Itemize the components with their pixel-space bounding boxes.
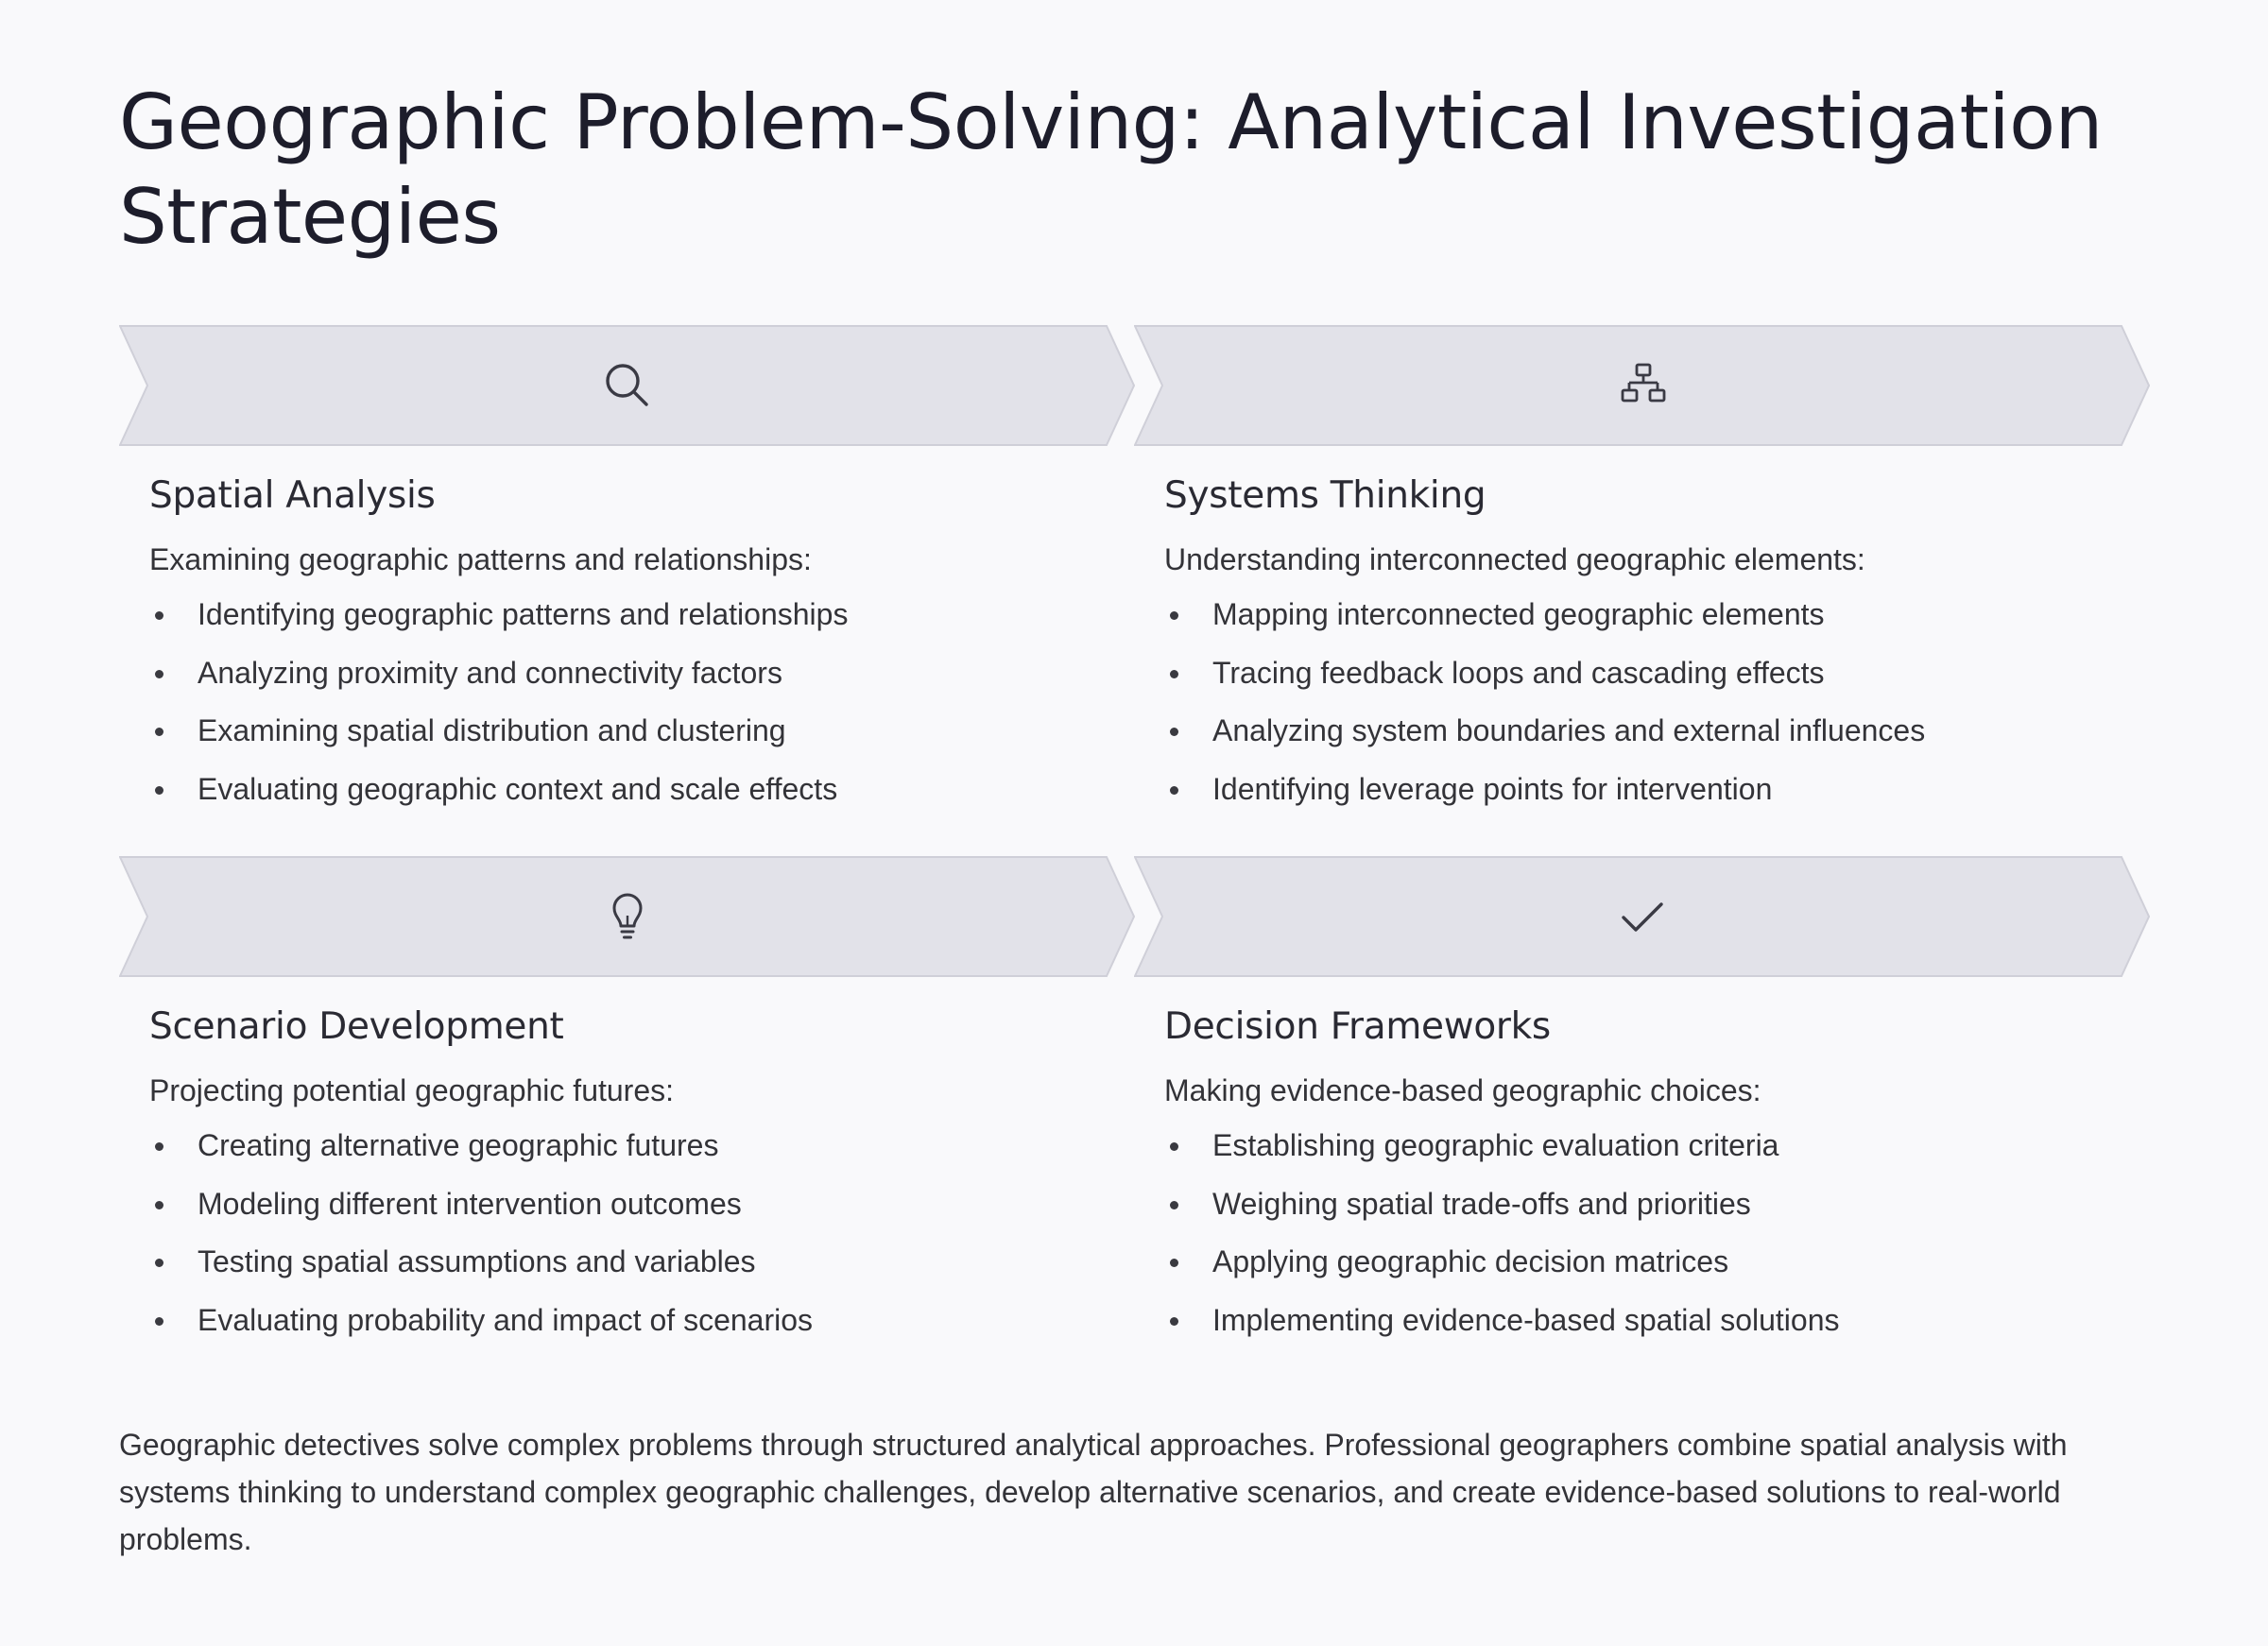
card-intro: Making evidence-based geographic choices… bbox=[1164, 1073, 1761, 1107]
chevron-banner-shape bbox=[1134, 856, 2150, 977]
checkmark-icon bbox=[1616, 890, 1669, 943]
list-item: Evaluating geographic context and scale … bbox=[149, 770, 1105, 808]
list-item: Analyzing proximity and connectivity fac… bbox=[149, 654, 1105, 692]
list-item: Evaluating probability and impact of sce… bbox=[149, 1301, 1105, 1339]
card-title: Spatial Analysis bbox=[149, 474, 436, 517]
card-list: Identifying geographic patterns and rela… bbox=[149, 595, 1105, 808]
list-item: Analyzing system boundaries and external… bbox=[1164, 712, 2120, 749]
card-title: Decision Frameworks bbox=[1164, 1005, 1551, 1048]
list-item: Tracing feedback loops and cascading eff… bbox=[1164, 654, 2120, 692]
card-intro: Examining geographic patterns and relati… bbox=[149, 542, 812, 576]
list-item: Creating alternative geographic futures bbox=[149, 1126, 1105, 1164]
card-systems-thinking: Systems Thinking Understanding interconn… bbox=[1134, 325, 2150, 828]
page-title: Geographic Problem-Solving: Analytical I… bbox=[119, 78, 2103, 261]
list-item: Identifying geographic patterns and rela… bbox=[149, 595, 1105, 633]
card-decision-frameworks: Decision Frameworks Making evidence-base… bbox=[1134, 856, 2150, 1359]
card-list: Mapping interconnected geographic elemen… bbox=[1164, 595, 2120, 808]
card-banner bbox=[119, 856, 1135, 977]
card-intro: Understanding interconnected geographic … bbox=[1164, 542, 1865, 576]
lightbulb-icon bbox=[601, 890, 654, 943]
chevron-banner-shape bbox=[1134, 325, 2150, 446]
network-icon bbox=[1616, 359, 1669, 412]
search-icon bbox=[601, 359, 654, 412]
list-item: Examining spatial distribution and clust… bbox=[149, 712, 1105, 749]
list-item: Implementing evidence-based spatial solu… bbox=[1164, 1301, 2120, 1339]
card-scenario-development: Scenario Development Projecting potentia… bbox=[119, 856, 1135, 1359]
list-item: Identifying leverage points for interven… bbox=[1164, 770, 2120, 808]
card-list: Establishing geographic evaluation crite… bbox=[1164, 1126, 2120, 1339]
list-item: Establishing geographic evaluation crite… bbox=[1164, 1126, 2120, 1164]
list-item: Mapping interconnected geographic elemen… bbox=[1164, 595, 2120, 633]
card-banner bbox=[1134, 856, 2150, 977]
card-intro: Projecting potential geographic futures: bbox=[149, 1073, 675, 1107]
card-list: Creating alternative geographic futures … bbox=[149, 1126, 1105, 1339]
list-item: Testing spatial assumptions and variable… bbox=[149, 1243, 1105, 1280]
card-spatial-analysis: Spatial Analysis Examining geographic pa… bbox=[119, 325, 1135, 828]
card-title: Systems Thinking bbox=[1164, 474, 1486, 517]
list-item: Modeling different intervention outcomes bbox=[149, 1185, 1105, 1223]
summary-paragraph: Geographic detectives solve complex prob… bbox=[119, 1428, 2068, 1556]
card-banner bbox=[119, 325, 1135, 446]
card-title: Scenario Development bbox=[149, 1005, 564, 1048]
list-item: Applying geographic decision matrices bbox=[1164, 1243, 2120, 1280]
chevron-banner-shape bbox=[119, 325, 1135, 446]
card-banner bbox=[1134, 325, 2150, 446]
list-item: Weighing spatial trade-offs and prioriti… bbox=[1164, 1185, 2120, 1223]
